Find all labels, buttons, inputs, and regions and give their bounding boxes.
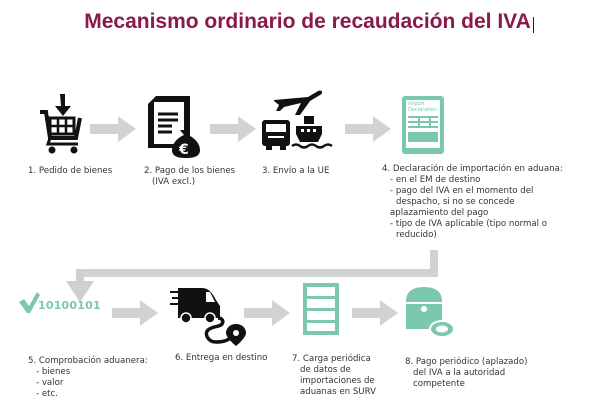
step-4-bullet: reducido) — [396, 230, 437, 240]
step-4-bullet: aplazamiento del pago — [390, 208, 489, 218]
doc-title-line: Import — [408, 101, 425, 107]
step-8-label: 8. Pago periódico (aplazado) del IVA a l… — [405, 357, 528, 390]
step-7-line: aduanas en SURV — [300, 387, 376, 397]
arrow-4-5-connector — [66, 250, 438, 302]
arrow-3-4 — [345, 116, 391, 142]
step-4-bullet: - en el EM de destino — [390, 175, 481, 185]
plane-truck-ship-icon — [262, 90, 333, 150]
step-2-label: 2. Pago de los bienes(IVA excl.) — [144, 166, 235, 188]
step-5-label: 5. Comprobación aduanera: - bienes - val… — [28, 356, 148, 400]
step-2-sub: (IVA excl.) — [152, 177, 196, 187]
step-1-label: 1. Pedido de bienes — [28, 166, 113, 176]
step-5-bullet: - bienes — [36, 367, 71, 377]
svg-text:€: € — [178, 142, 189, 158]
step-6-label: 6. Entrega en destino — [175, 353, 268, 363]
step-5-bullet: - valor — [36, 378, 64, 388]
delivery-truck-route-icon — [170, 288, 246, 346]
binary-code: 10100101 — [38, 299, 101, 312]
step-7-label: 7. Carga periódica de datos de importaci… — [292, 354, 376, 398]
page-title: Mecanismo ordinario de recaudación del I… — [84, 10, 531, 33]
step-2-title: 2. Pago de los bienes — [144, 166, 236, 176]
step-4-title: 4. Declaración de importación en aduana: — [382, 164, 563, 174]
step-4-label: 4. Declaración de importación en aduana:… — [382, 164, 563, 241]
check-icon — [19, 292, 40, 313]
step-8-line: competente — [413, 379, 465, 389]
arrow-1-2 — [90, 116, 136, 142]
invoice-euro-icon: € — [148, 96, 200, 158]
step-4-bullet: despacho, si no se concede — [396, 197, 515, 207]
step-3-label: 3. Envío a la UE — [262, 166, 330, 176]
step-8-line: del IVA a la autoridad — [413, 368, 506, 378]
server-icon — [303, 283, 339, 335]
treasure-chest-coin-icon — [406, 287, 455, 338]
cart-download-icon — [40, 94, 82, 154]
step-8-title: 8. Pago periódico (aplazado) — [405, 357, 528, 367]
step-4-bullet: - tipo de IVA aplicable (tipo normal o — [390, 219, 547, 229]
arrow-6-7 — [244, 300, 290, 326]
doc-title-line: Declaration — [408, 107, 437, 113]
step-7-line: importaciones de — [300, 376, 375, 386]
text-cursor — [533, 17, 534, 33]
step-7-line: de datos de — [300, 365, 351, 375]
arrow-2-3 — [210, 116, 256, 142]
arrow-7-8 — [352, 300, 398, 326]
step-5-title: 5. Comprobación aduanera: — [28, 356, 148, 366]
step-4-bullet: - pago del IVA en el momento del — [390, 186, 534, 196]
step-7-title: 7. Carga periódica — [292, 354, 371, 364]
step-5-bullet: - etc. — [36, 389, 58, 399]
arrow-5-6 — [112, 300, 158, 326]
